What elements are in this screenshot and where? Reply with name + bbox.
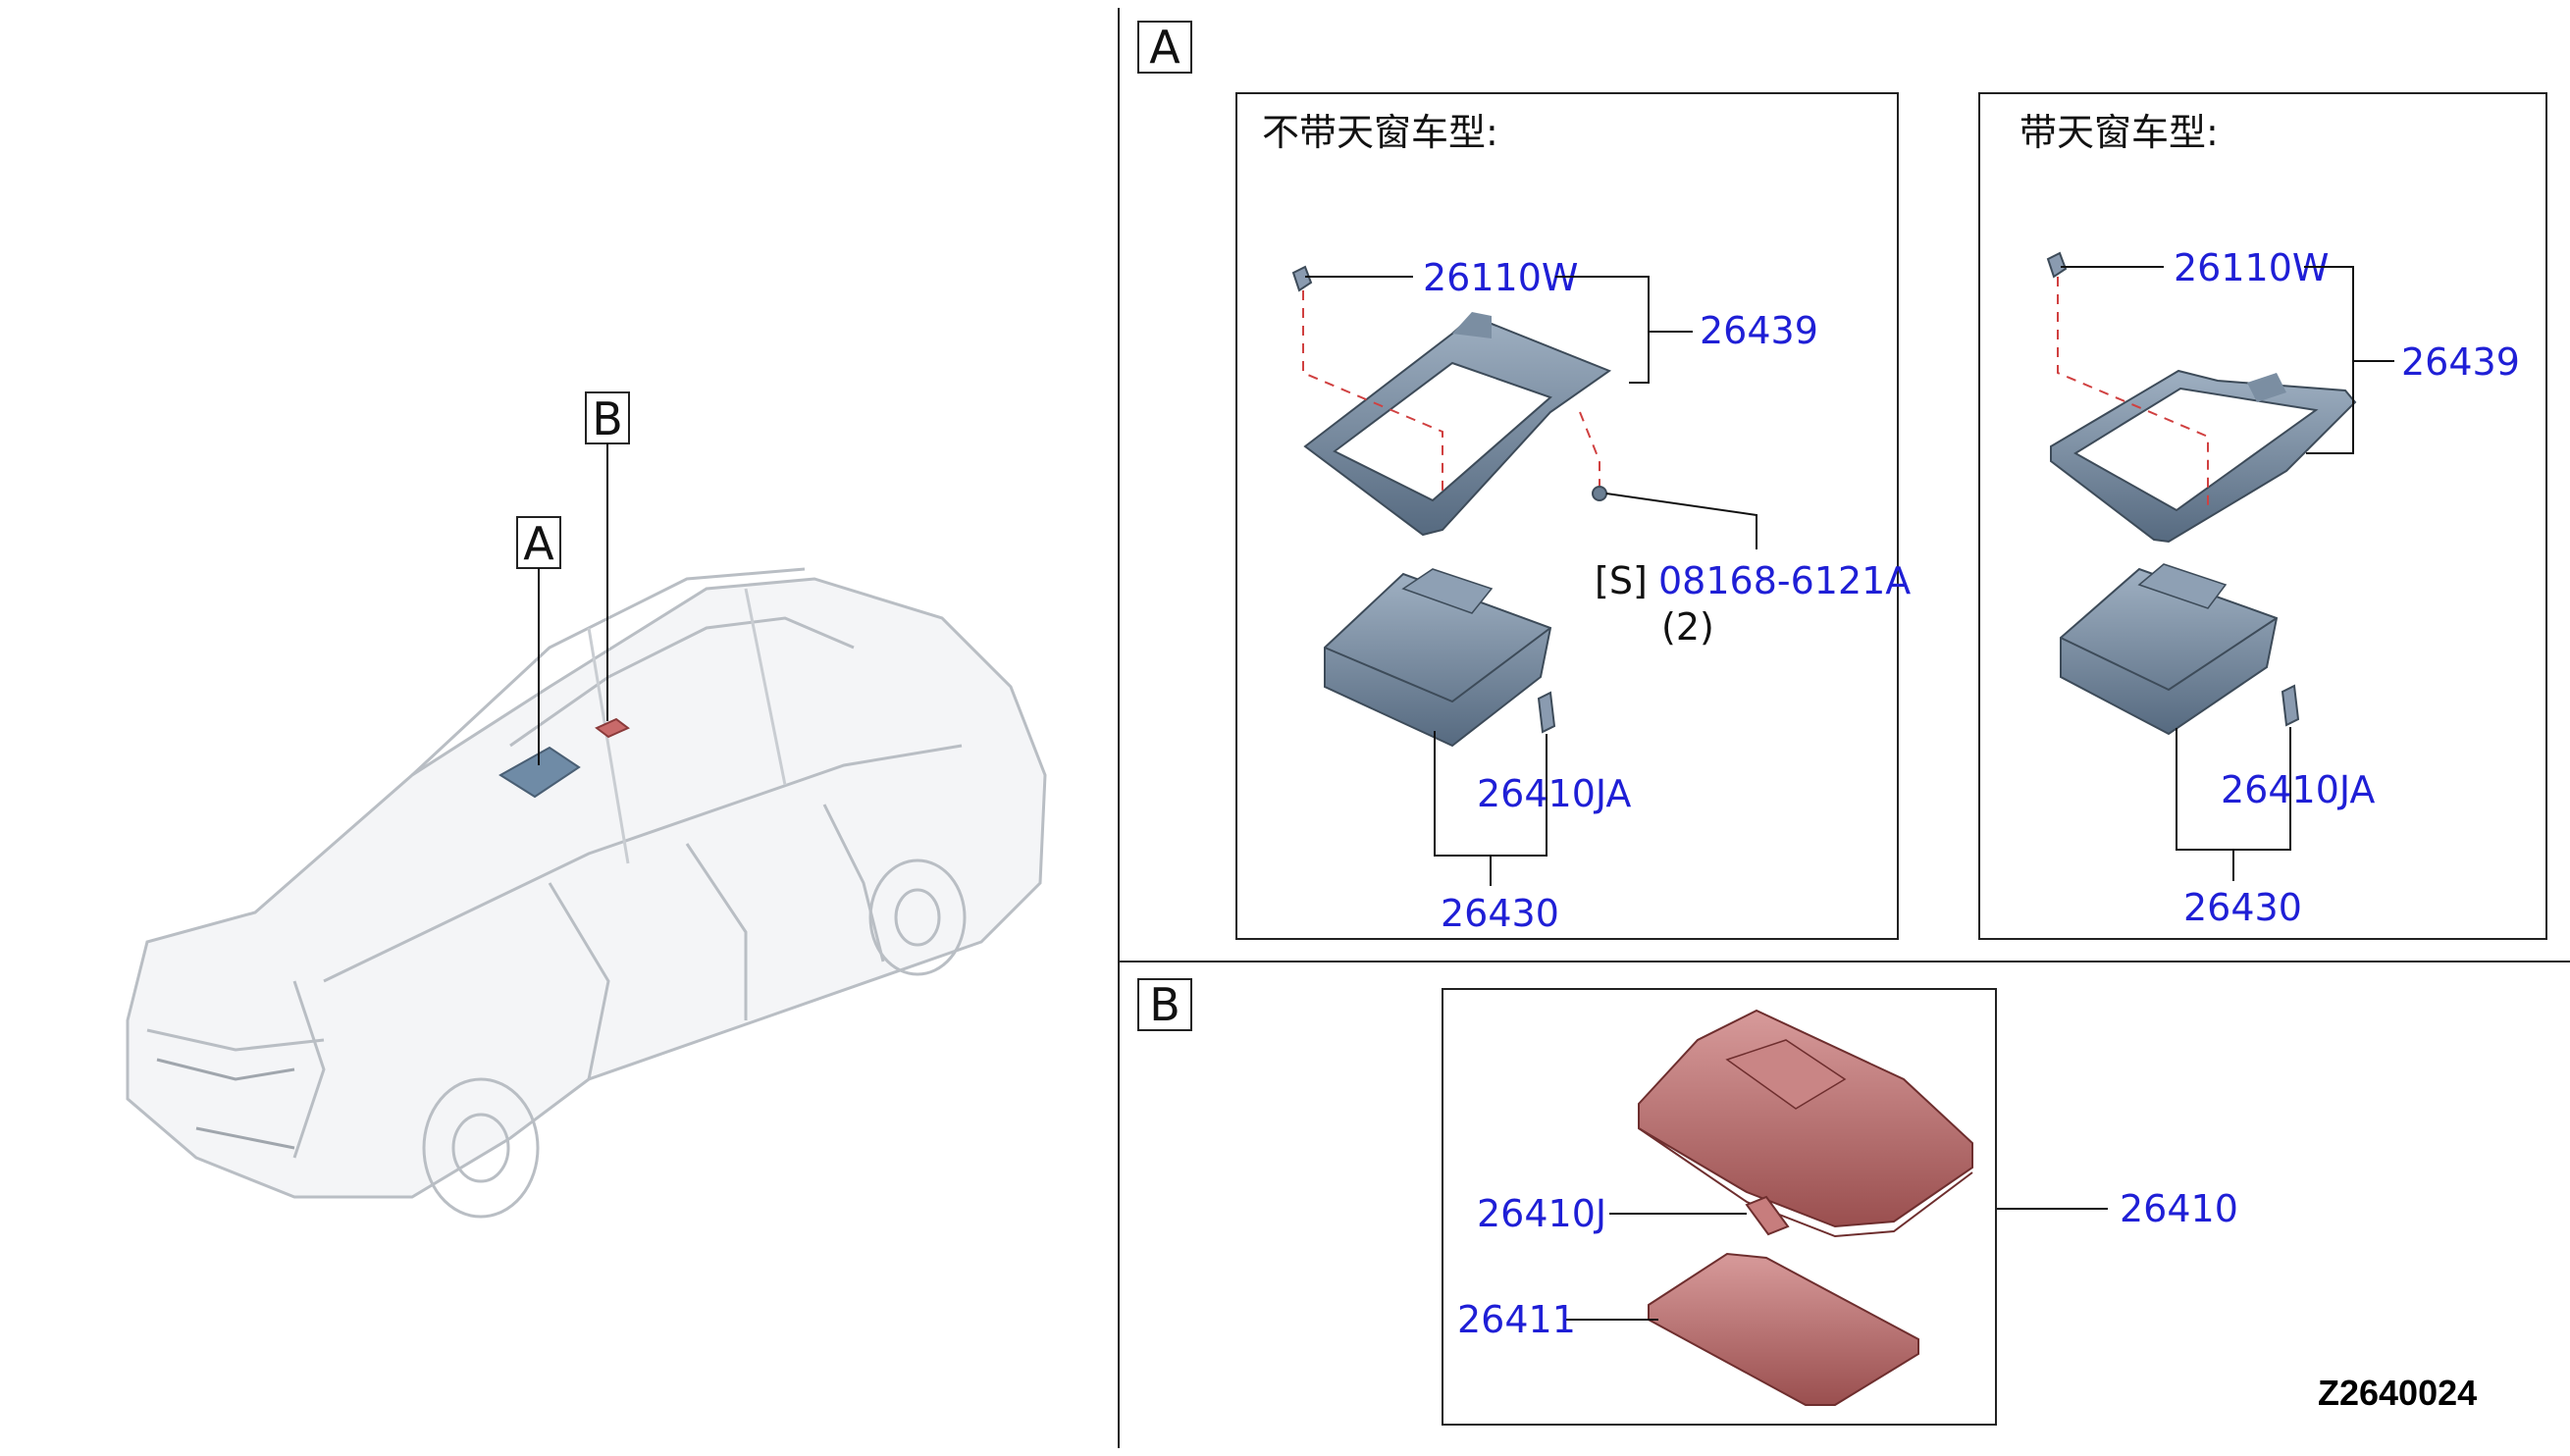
panel-with-sunroof [1978,92,2547,940]
label-26439-right: 26439 [2401,340,2520,384]
clip-26110w-sunroof-part [2046,251,2068,279]
label-26110w-right: 26110W [2174,246,2329,289]
label-qty: (2) [1661,605,1714,649]
lamp-26430-sunroof-part [2060,563,2279,736]
screw-08168-part [1592,486,1607,501]
label-26411: 26411 [1457,1298,1576,1341]
bulb-26410ja-sunroof-part [2281,684,2300,727]
panel-room-lamp [1442,988,1997,1426]
bracket-26439-sunroof-part [2050,369,2357,544]
screw-dash [1579,411,1600,486]
clip-26110w-dash [1302,290,1443,491]
section-a-tag-box [1137,21,1192,74]
clip-26110w-sunroof-dash [2057,277,2209,510]
section-a-tag: A [1149,21,1180,74]
panel-no-sunroof-title: 不带天窗车型: [1262,111,1498,154]
bracket-26439-part [1303,312,1612,537]
overview-map-lamp-highlight [498,746,581,799]
bulb-26410ja-part [1537,691,1556,734]
label-26110w-left: 26110W [1423,256,1578,299]
label-26410ja-left: 26410JA [1477,772,1631,815]
label-26410: 26410 [2120,1187,2238,1230]
leader-08168 [1605,493,1757,549]
section-b-tag-box [1137,978,1192,1031]
label-26430-right: 26430 [2183,886,2302,929]
clip-26110w-part [1291,265,1313,292]
label-screw-symbol: [S] [1595,559,1648,602]
label-26410j: 26410J [1477,1192,1606,1235]
label-26410ja-right: 26410JA [2221,768,2375,811]
bulb-26410j-part [1745,1195,1790,1236]
overview-room-lamp-highlight [595,717,630,739]
overview-callout-b: B [592,392,623,445]
panel-no-sunroof [1235,92,1899,940]
label-26430-left: 26430 [1441,892,1559,935]
label-08168-6121a: 08168-6121A [1658,559,1911,602]
overview-callout-a: A [523,517,554,570]
figure-code: Z2640024 [2318,1373,2477,1413]
panel-with-sunroof-title: 带天窗车型: [2019,111,2219,154]
section-b-tag: B [1149,978,1180,1031]
vehicle-overview [126,567,1047,1219]
lens-26411-part [1648,1252,1919,1406]
label-26439-left: 26439 [1700,309,1818,352]
lamp-26430-part [1324,568,1552,748]
leader-26439-left [1555,276,1650,384]
room-lamp-26410-part [1638,1009,1973,1238]
